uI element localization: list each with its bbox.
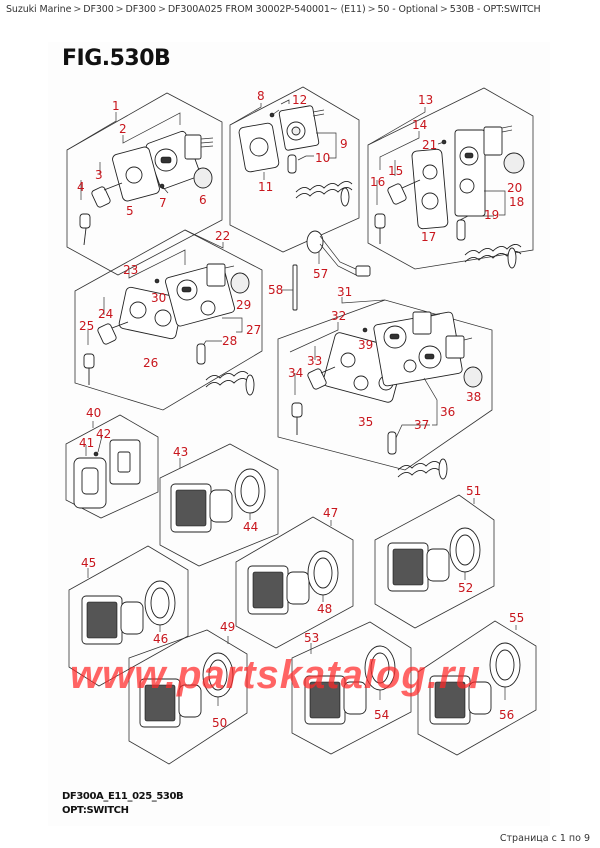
group-key-switch-double-horizontal: 22 23 24 25 26 27 28 29 30 bbox=[74, 229, 263, 411]
callout-20[interactable]: 20 bbox=[507, 181, 522, 195]
callout-16[interactable]: 16 bbox=[370, 175, 385, 189]
callout-49[interactable]: 49 bbox=[220, 620, 235, 634]
callout-30[interactable]: 30 bbox=[151, 291, 166, 305]
breadcrumb-item-current: 530B - OPT:SWITCH bbox=[449, 4, 541, 15]
callout-13[interactable]: 13 bbox=[418, 93, 433, 107]
callout-27[interactable]: 27 bbox=[246, 323, 261, 337]
breadcrumb: Suzuki Marine>DF300>DF300>DF300A025 FROM… bbox=[6, 4, 541, 15]
group-keypad-45: 45 46 bbox=[68, 545, 189, 687]
callout-12[interactable]: 12 bbox=[292, 93, 307, 107]
callout-11[interactable]: 11 bbox=[258, 180, 273, 194]
callout-29[interactable]: 29 bbox=[236, 298, 251, 312]
callout-10[interactable]: 10 bbox=[315, 151, 330, 165]
callout-54[interactable]: 54 bbox=[374, 708, 389, 722]
callout-15[interactable]: 15 bbox=[388, 164, 403, 178]
group-keypad-43: 43 44 bbox=[159, 443, 279, 567]
figure-code: DF300A_E11_025_530B bbox=[62, 791, 184, 802]
callout-7[interactable]: 7 bbox=[159, 196, 167, 210]
figure-title: FIG.530B bbox=[62, 46, 171, 71]
callout-1[interactable]: 1 bbox=[112, 99, 120, 113]
group-triple-switch: 31 32 33 34 35 36 37 38 39 bbox=[277, 285, 493, 480]
callout-6[interactable]: 6 bbox=[199, 193, 207, 207]
callout-37[interactable]: 37 bbox=[414, 418, 429, 432]
callout-44[interactable]: 44 bbox=[243, 520, 258, 534]
callout-32[interactable]: 32 bbox=[331, 309, 346, 323]
callout-43[interactable]: 43 bbox=[173, 445, 188, 459]
breadcrumb-separator: > bbox=[367, 4, 376, 15]
figure-name: OPT:SWITCH bbox=[62, 805, 129, 816]
breadcrumb-item-serial-range[interactable]: DF300A025 FROM 30002P-540001~ (E11) bbox=[167, 4, 366, 15]
breadcrumb-item-optional[interactable]: 50 - Optional bbox=[377, 4, 438, 15]
group-keypad-51: 51 52 bbox=[374, 484, 495, 629]
callout-17[interactable]: 17 bbox=[421, 230, 436, 244]
callout-28[interactable]: 28 bbox=[222, 334, 237, 348]
callout-2[interactable]: 2 bbox=[119, 122, 127, 136]
breadcrumb-separator: > bbox=[439, 4, 448, 15]
callout-52[interactable]: 52 bbox=[458, 581, 473, 595]
callout-18[interactable]: 18 bbox=[509, 195, 524, 209]
group-harness-and-tie: 57 58 bbox=[268, 230, 371, 311]
callout-41[interactable]: 41 bbox=[79, 436, 94, 450]
callout-36[interactable]: 36 bbox=[440, 405, 455, 419]
callout-47[interactable]: 47 bbox=[323, 506, 338, 520]
breadcrumb-separator: > bbox=[157, 4, 166, 15]
group-keypad-55: 55 56 bbox=[417, 611, 537, 756]
callout-21[interactable]: 21 bbox=[422, 138, 437, 152]
breadcrumb-separator: > bbox=[115, 4, 124, 15]
breadcrumb-item-suzuki-marine[interactable]: Suzuki Marine bbox=[6, 4, 72, 15]
callout-26[interactable]: 26 bbox=[143, 356, 158, 370]
group-keypad-49: 49 50 bbox=[128, 620, 248, 765]
breadcrumb-item-df300-model[interactable]: DF300 bbox=[125, 4, 157, 15]
page-indicator: Страница с 1 по 9 bbox=[499, 833, 590, 844]
callout-22[interactable]: 22 bbox=[215, 229, 230, 243]
callout-34[interactable]: 34 bbox=[288, 366, 303, 380]
callout-9[interactable]: 9 bbox=[340, 137, 348, 151]
callout-55[interactable]: 55 bbox=[509, 611, 524, 625]
callout-25[interactable]: 25 bbox=[79, 319, 94, 333]
callout-40[interactable]: 40 bbox=[86, 406, 101, 420]
callout-57[interactable]: 57 bbox=[313, 267, 328, 281]
group-keypad-53: 53 54 bbox=[291, 621, 412, 755]
callout-8[interactable]: 8 bbox=[257, 89, 265, 103]
group-key-switch-single: 1 2 3 4 5 6 7 bbox=[66, 92, 223, 276]
callout-33[interactable]: 33 bbox=[307, 354, 322, 368]
callout-3[interactable]: 3 bbox=[95, 168, 103, 182]
group-keypad-47: 47 48 bbox=[235, 506, 354, 649]
callout-39[interactable]: 39 bbox=[358, 338, 373, 352]
callout-58[interactable]: 58 bbox=[268, 283, 283, 297]
callout-48[interactable]: 48 bbox=[317, 602, 332, 616]
callout-19[interactable]: 19 bbox=[484, 208, 499, 222]
callout-45[interactable]: 45 bbox=[81, 556, 96, 570]
callout-51[interactable]: 51 bbox=[466, 484, 481, 498]
group-key-switch-double-vertical: 13 14 15 16 17 18 19 20 21 bbox=[367, 87, 534, 270]
callout-35[interactable]: 35 bbox=[358, 415, 373, 429]
callout-38[interactable]: 38 bbox=[466, 390, 481, 404]
callout-4[interactable]: 4 bbox=[77, 180, 85, 194]
group-single-switch-small: 40 41 42 bbox=[65, 406, 159, 519]
callout-24[interactable]: 24 bbox=[98, 307, 113, 321]
callout-53[interactable]: 53 bbox=[304, 631, 319, 645]
callout-56[interactable]: 56 bbox=[499, 708, 514, 722]
breadcrumb-item-df300[interactable]: DF300 bbox=[83, 4, 114, 15]
group-stop-switch: 8 9 10 11 12 bbox=[229, 86, 360, 253]
breadcrumb-separator: > bbox=[73, 4, 82, 15]
callout-46[interactable]: 46 bbox=[153, 632, 168, 646]
callout-5[interactable]: 5 bbox=[126, 204, 134, 218]
callout-14[interactable]: 14 bbox=[412, 118, 427, 132]
callout-23[interactable]: 23 bbox=[123, 263, 138, 277]
callout-42[interactable]: 42 bbox=[96, 427, 111, 441]
callout-50[interactable]: 50 bbox=[212, 716, 227, 730]
callout-31[interactable]: 31 bbox=[337, 285, 352, 299]
